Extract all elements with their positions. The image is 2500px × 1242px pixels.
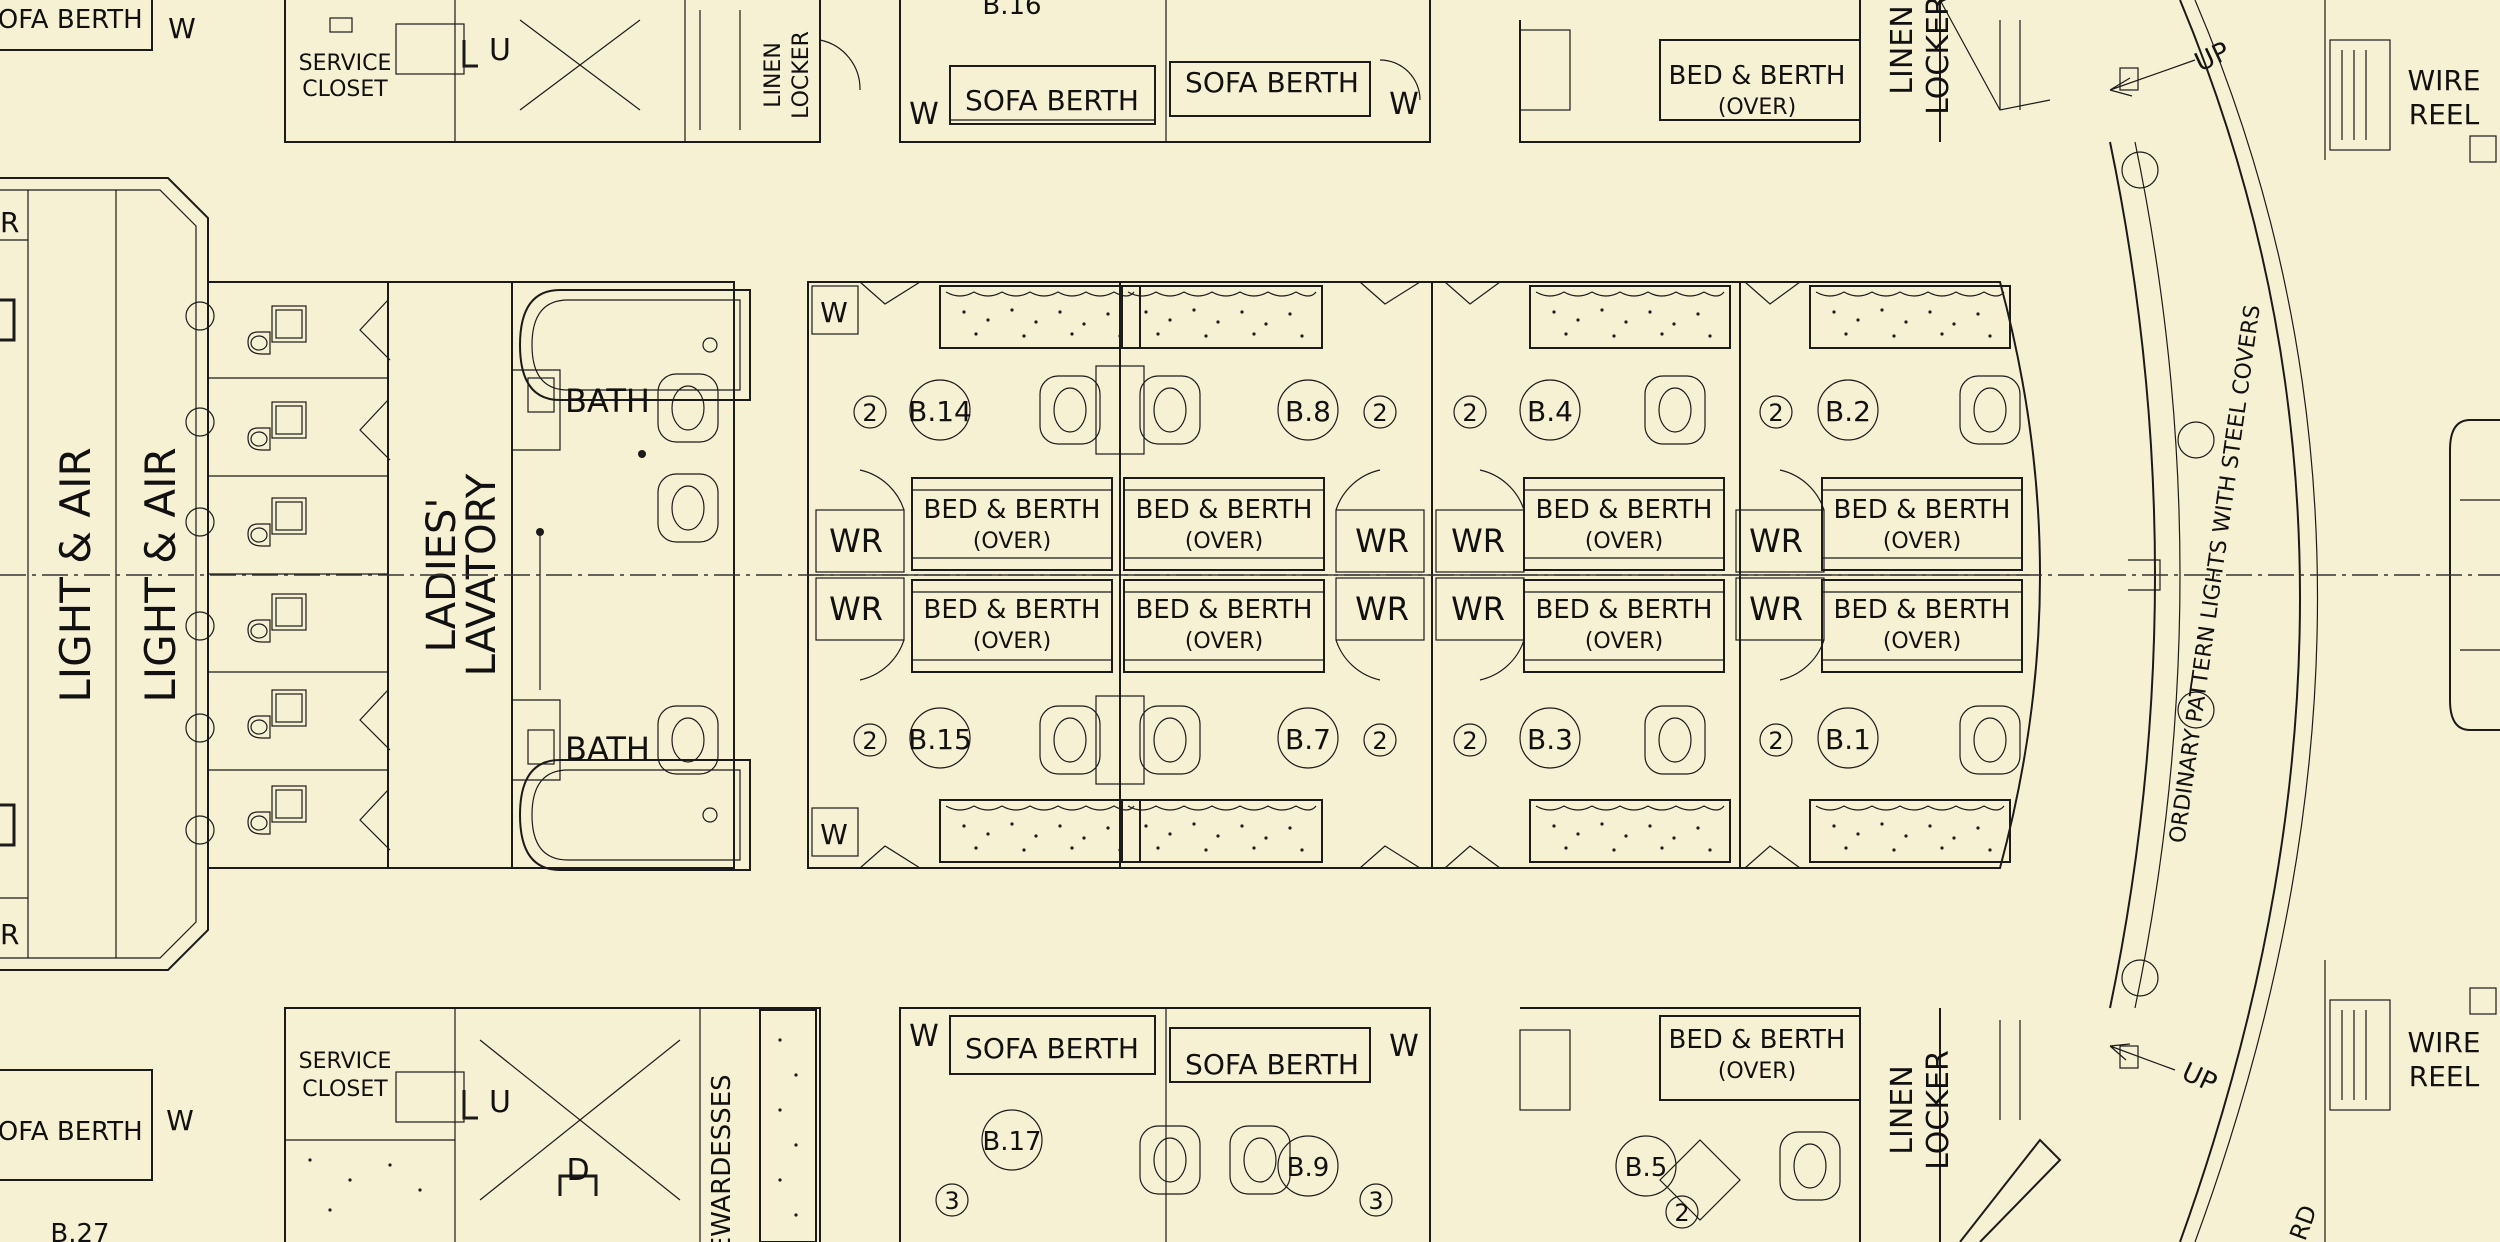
- sofa-berth-label: SOFA BERTH: [965, 84, 1139, 117]
- wr-label: WR: [1749, 590, 1803, 628]
- sofa-berth-label: SOFA BERTH: [965, 1032, 1139, 1065]
- wr-label: WR: [829, 590, 883, 628]
- stewardesses-label: STEWARDESSES: [707, 1074, 737, 1242]
- wr-label: WR: [1451, 522, 1505, 560]
- bed-berth-label: BED & BERTH: [1669, 61, 1846, 91]
- cabin-b5: B.5: [1625, 1153, 1668, 1183]
- capacity-b4: 2: [1462, 399, 1477, 427]
- cabin-b3: B.3: [1527, 723, 1573, 756]
- cabin-b14: B.14: [908, 395, 972, 428]
- linen-locker-label: LOCKER: [789, 31, 814, 119]
- bed-berth-label: BED & BERTH: [1136, 595, 1313, 625]
- bath-label-top: BATH: [565, 382, 650, 420]
- bed-berth-label: BED & BERTH: [924, 495, 1101, 525]
- wr-label: WR: [1451, 590, 1505, 628]
- cabin-b17: B.17: [982, 1127, 1041, 1157]
- up-arrow-icon: [2109, 1043, 2176, 1071]
- reel-label: REEL: [2409, 1060, 2480, 1093]
- locker-label: LOCKER: [1921, 0, 1956, 115]
- wr-label: WR: [829, 522, 883, 560]
- wr-label: WR: [1355, 590, 1409, 628]
- sofa-berth-label: SOFA BERTH: [1185, 1048, 1359, 1081]
- u-label: U: [489, 33, 511, 68]
- over-label: (OVER): [1585, 629, 1663, 654]
- cabin-b1: B.1: [1825, 723, 1871, 756]
- rd-label: RD: [2284, 1201, 2322, 1242]
- cabin-b4: B.4: [1527, 395, 1573, 428]
- bottom-row-rooms: [0, 1007, 2062, 1242]
- over-label: (OVER): [1718, 95, 1796, 120]
- up-label: UP: [2177, 1057, 2221, 1099]
- cabin-b16: B.16: [982, 0, 1041, 21]
- cabin-b2: B.2: [1825, 395, 1871, 428]
- sofa-berth-label: SOFA BERTH: [0, 1117, 143, 1147]
- bath-label-bottom: BATH: [565, 730, 650, 768]
- over-label: (OVER): [1883, 529, 1961, 554]
- wr-label: WR: [1749, 522, 1803, 560]
- ladies-lavatory: [185, 281, 751, 871]
- bed-berth-label: BED & BERTH: [1834, 495, 2011, 525]
- closet-label: CLOSET: [302, 1077, 388, 1102]
- w-label: W: [1389, 1029, 1419, 1064]
- wire-reel-area: [2324, 0, 2500, 1242]
- w-label: W: [909, 1019, 939, 1054]
- w-label: W: [820, 818, 848, 851]
- cabin-b27: B.27: [50, 1219, 109, 1242]
- bed-berth-label: BED & BERTH: [1136, 495, 1313, 525]
- capacity-b9: 3: [1368, 1187, 1383, 1215]
- capacity-b8: 2: [1372, 399, 1387, 427]
- over-label: (OVER): [973, 629, 1051, 654]
- w-label: W: [168, 12, 196, 45]
- w-label: W: [820, 296, 848, 329]
- cabin-b8: B.8: [1285, 395, 1331, 428]
- reel-label: REEL: [2409, 98, 2480, 131]
- capacity-b14: 2: [862, 399, 877, 427]
- service-label: SERVICE: [299, 51, 392, 76]
- top-row-rooms: [0, 0, 2051, 143]
- w-label: W: [166, 1104, 194, 1137]
- sofa-berth-label: SOFA BERTH: [1185, 66, 1359, 99]
- capacity-b3: 2: [1462, 727, 1477, 755]
- cabin-b7: B.7: [1285, 723, 1331, 756]
- over-label: (OVER): [973, 529, 1051, 554]
- service-label: SERVICE: [299, 1049, 392, 1074]
- bed-berth-label: BED & BERTH: [1536, 495, 1713, 525]
- bed-berth-label: BED & BERTH: [1669, 1025, 1846, 1055]
- capacity-b17: 3: [944, 1187, 959, 1215]
- capacity-b15: 2: [862, 727, 877, 755]
- capacity-b5: 2: [1674, 1199, 1689, 1227]
- w-label: W: [909, 97, 939, 132]
- wire-label: WIRE: [2407, 1026, 2480, 1059]
- over-label: (OVER): [1883, 629, 1961, 654]
- r-label-bottom: R: [0, 918, 19, 951]
- wire-label: WIRE: [2407, 64, 2480, 97]
- capacity-b2: 2: [1768, 399, 1783, 427]
- locker-label: LOCKER: [1921, 1050, 1956, 1170]
- bed-berth-label: BED & BERTH: [1834, 595, 2011, 625]
- capacity-b7: 2: [1372, 727, 1387, 755]
- linen-label: LINEN: [1885, 1065, 1920, 1154]
- w-label: W: [1389, 87, 1419, 122]
- linen-label: LINEN: [1885, 5, 1920, 94]
- linen-locker-label: LINEN: [761, 42, 786, 108]
- over-label: (OVER): [1185, 629, 1263, 654]
- forward-curved-passage: [2109, 0, 2319, 1242]
- u-label: U: [489, 1085, 511, 1120]
- cabin-b9: B.9: [1287, 1153, 1330, 1183]
- over-label: (OVER): [1185, 529, 1263, 554]
- wr-label: WR: [1355, 522, 1409, 560]
- bed-berth-label: BED & BERTH: [924, 595, 1101, 625]
- cabin-b15: B.15: [908, 723, 972, 756]
- d-label: D: [566, 1153, 589, 1188]
- closet-label: CLOSET: [302, 77, 388, 102]
- over-label: (OVER): [1585, 529, 1663, 554]
- capacity-b1: 2: [1768, 727, 1783, 755]
- bed-berth-label: BED & BERTH: [1536, 595, 1713, 625]
- r-label-top: R: [0, 206, 19, 239]
- sofa-berth-label: SOFA BERTH: [0, 5, 143, 35]
- over-label: (OVER): [1718, 1059, 1796, 1084]
